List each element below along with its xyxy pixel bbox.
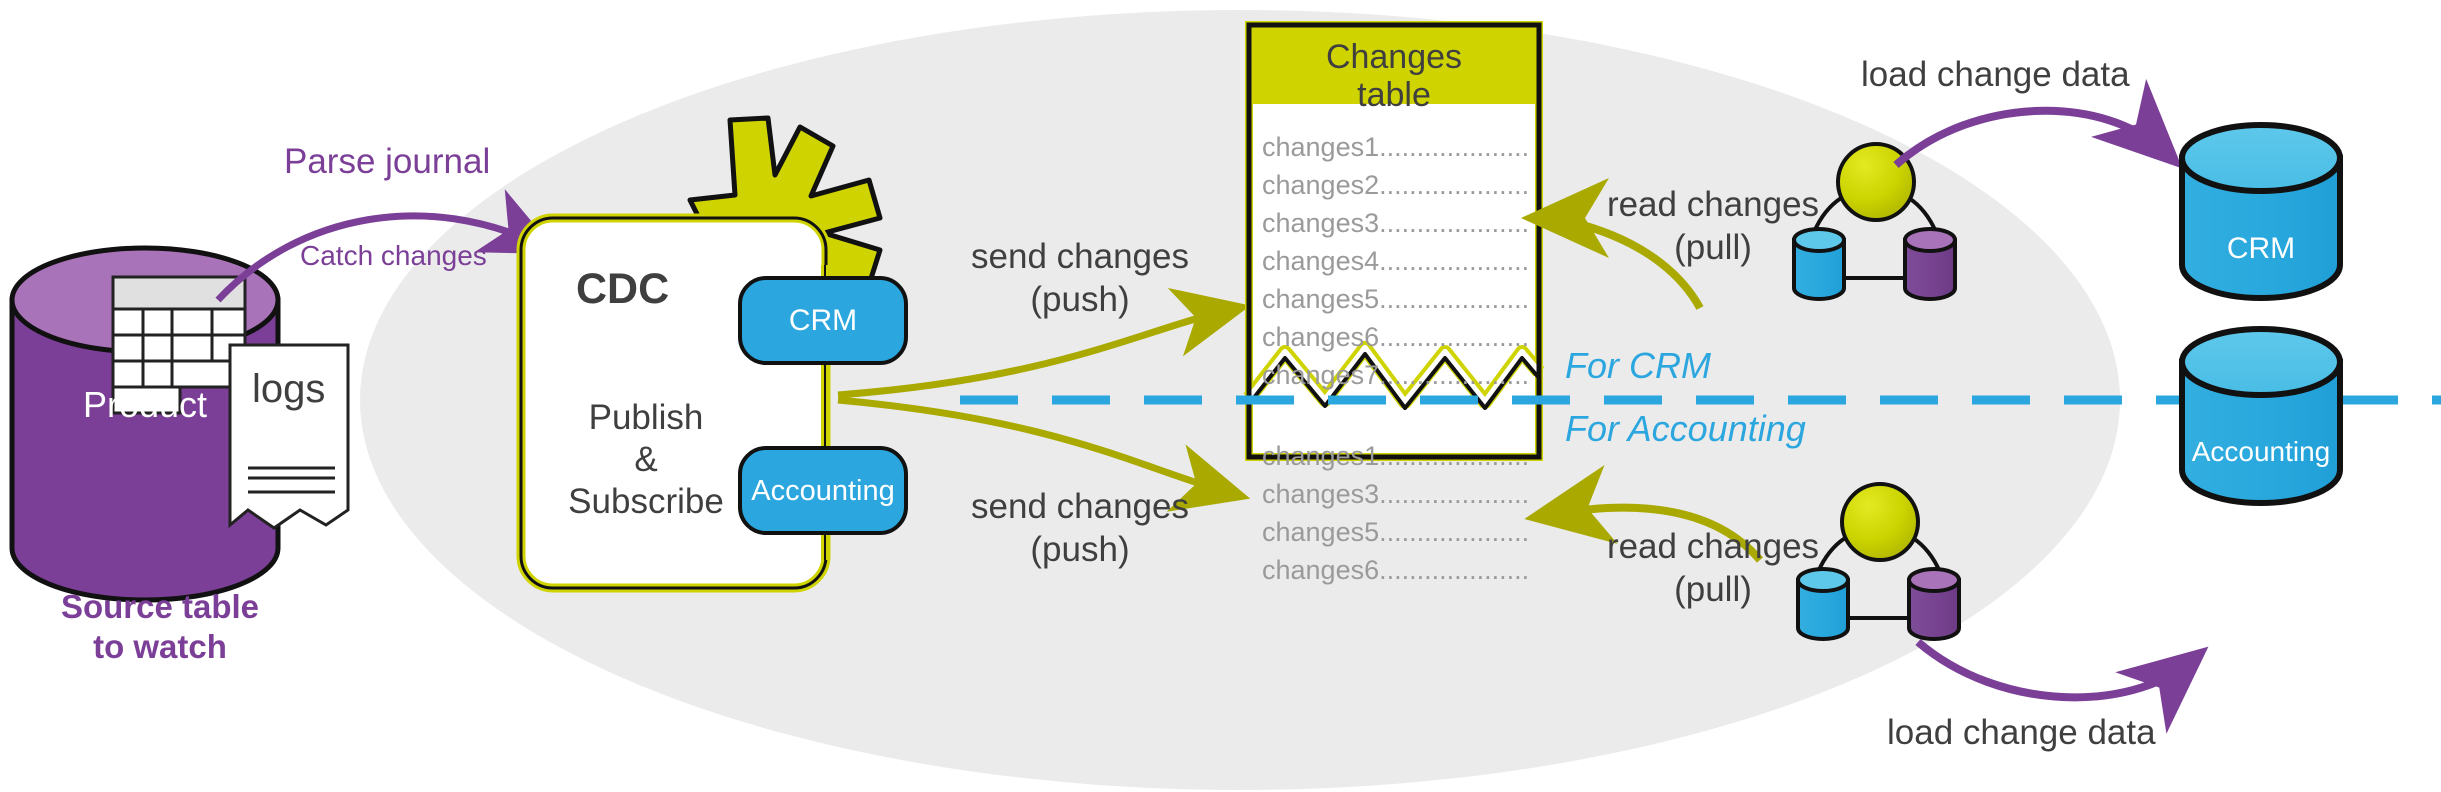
source-table-icon [111,275,247,415]
push-arrow-top [837,288,1251,399]
pull-arrow-top [1521,178,1704,310]
push-label-top-line2: (push) [1030,280,1130,319]
pull-label-top-line2: (pull) [1674,228,1752,267]
push-label-bottom-line1: send changes [971,487,1189,526]
target-cylinder-crm [2179,122,2343,301]
catch-changes-label: Catch changes [300,240,487,271]
cdc-subtitle-line3: Subscribe [568,482,724,521]
pull-label-bottom-line2: (pull) [1674,570,1752,609]
load-change-data-top-label: load change data [1861,55,2130,94]
load-change-data-bottom-label: load change data [1887,713,2156,752]
source-caption-line1: Source table [60,588,260,625]
subscriber-pill-accounting [738,446,908,535]
cdc-subtitle-line1: Publish [588,398,704,437]
logs-document-icon [228,343,350,530]
push-label-top-line1: send changes [971,237,1189,276]
cdc-title: CDC [576,265,670,313]
changes-row-upper-3: changes4.......................... [1262,246,1530,276]
changes-row-upper-0: changes1.......................... [1262,132,1530,162]
target-label-crm: CRM [2226,232,2296,265]
subscriber-label-accounting[interactable]: Accounting [751,475,895,507]
changes-row-upper-1: changes2.......................... [1262,170,1530,200]
subscriber-label-crm[interactable]: CRM [788,304,858,337]
changes-table-upper-rows: changes1.......................... change… [1262,128,1530,394]
push-label-bottom-line2: (push) [1030,530,1130,569]
changes-row-lower-0: changes1.......................... [1262,441,1530,471]
changes-row-upper-6: changes7.......................... [1262,360,1530,390]
changes-row-lower-3: changes6.......................... [1262,555,1530,585]
target-label-accounting: Accounting [2191,436,2331,467]
changes-row-upper-2: changes3.......................... [1262,208,1530,238]
changes-row-upper-5: changes6.......................... [1262,322,1530,352]
target-cylinder-accounting [2179,326,2343,506]
for-accounting-label: For Accounting [1565,408,1806,449]
changes-table-lower-rows: changes1.......................... change… [1262,437,1530,589]
cdc-subtitle-line2: & [634,440,658,479]
changes-table-header-line2: table [1357,76,1431,114]
changes-table-panel [1243,21,1545,461]
push-arrow-bottom [837,396,1251,512]
changes-row-lower-2: changes5.......................... [1262,517,1530,547]
parse-journal-arrow [215,189,559,303]
for-crm-label: For CRM [1565,345,1711,386]
logs-document-label: logs [252,367,326,411]
pull-label-bottom-line1: read changes [1606,527,1820,566]
parse-journal-label: Parse journal [284,142,491,181]
subscriber-pill-crm [738,276,908,365]
changes-row-upper-4: changes5.......................... [1262,284,1530,314]
pull-label-top-line1: read changes [1606,185,1820,224]
load-arrow-bottom [1915,638,2209,734]
consumer-node-accounting [1796,482,1961,641]
source-caption-line2: to watch [93,628,227,665]
changes-table-header-line1: Changes [1325,38,1463,76]
load-arrow-top [1893,78,2183,169]
changes-row-lower-1: changes3.......................... [1262,479,1530,509]
product-cylinder-label: Product [82,384,208,425]
pull-arrow-bottom [1524,465,1764,563]
